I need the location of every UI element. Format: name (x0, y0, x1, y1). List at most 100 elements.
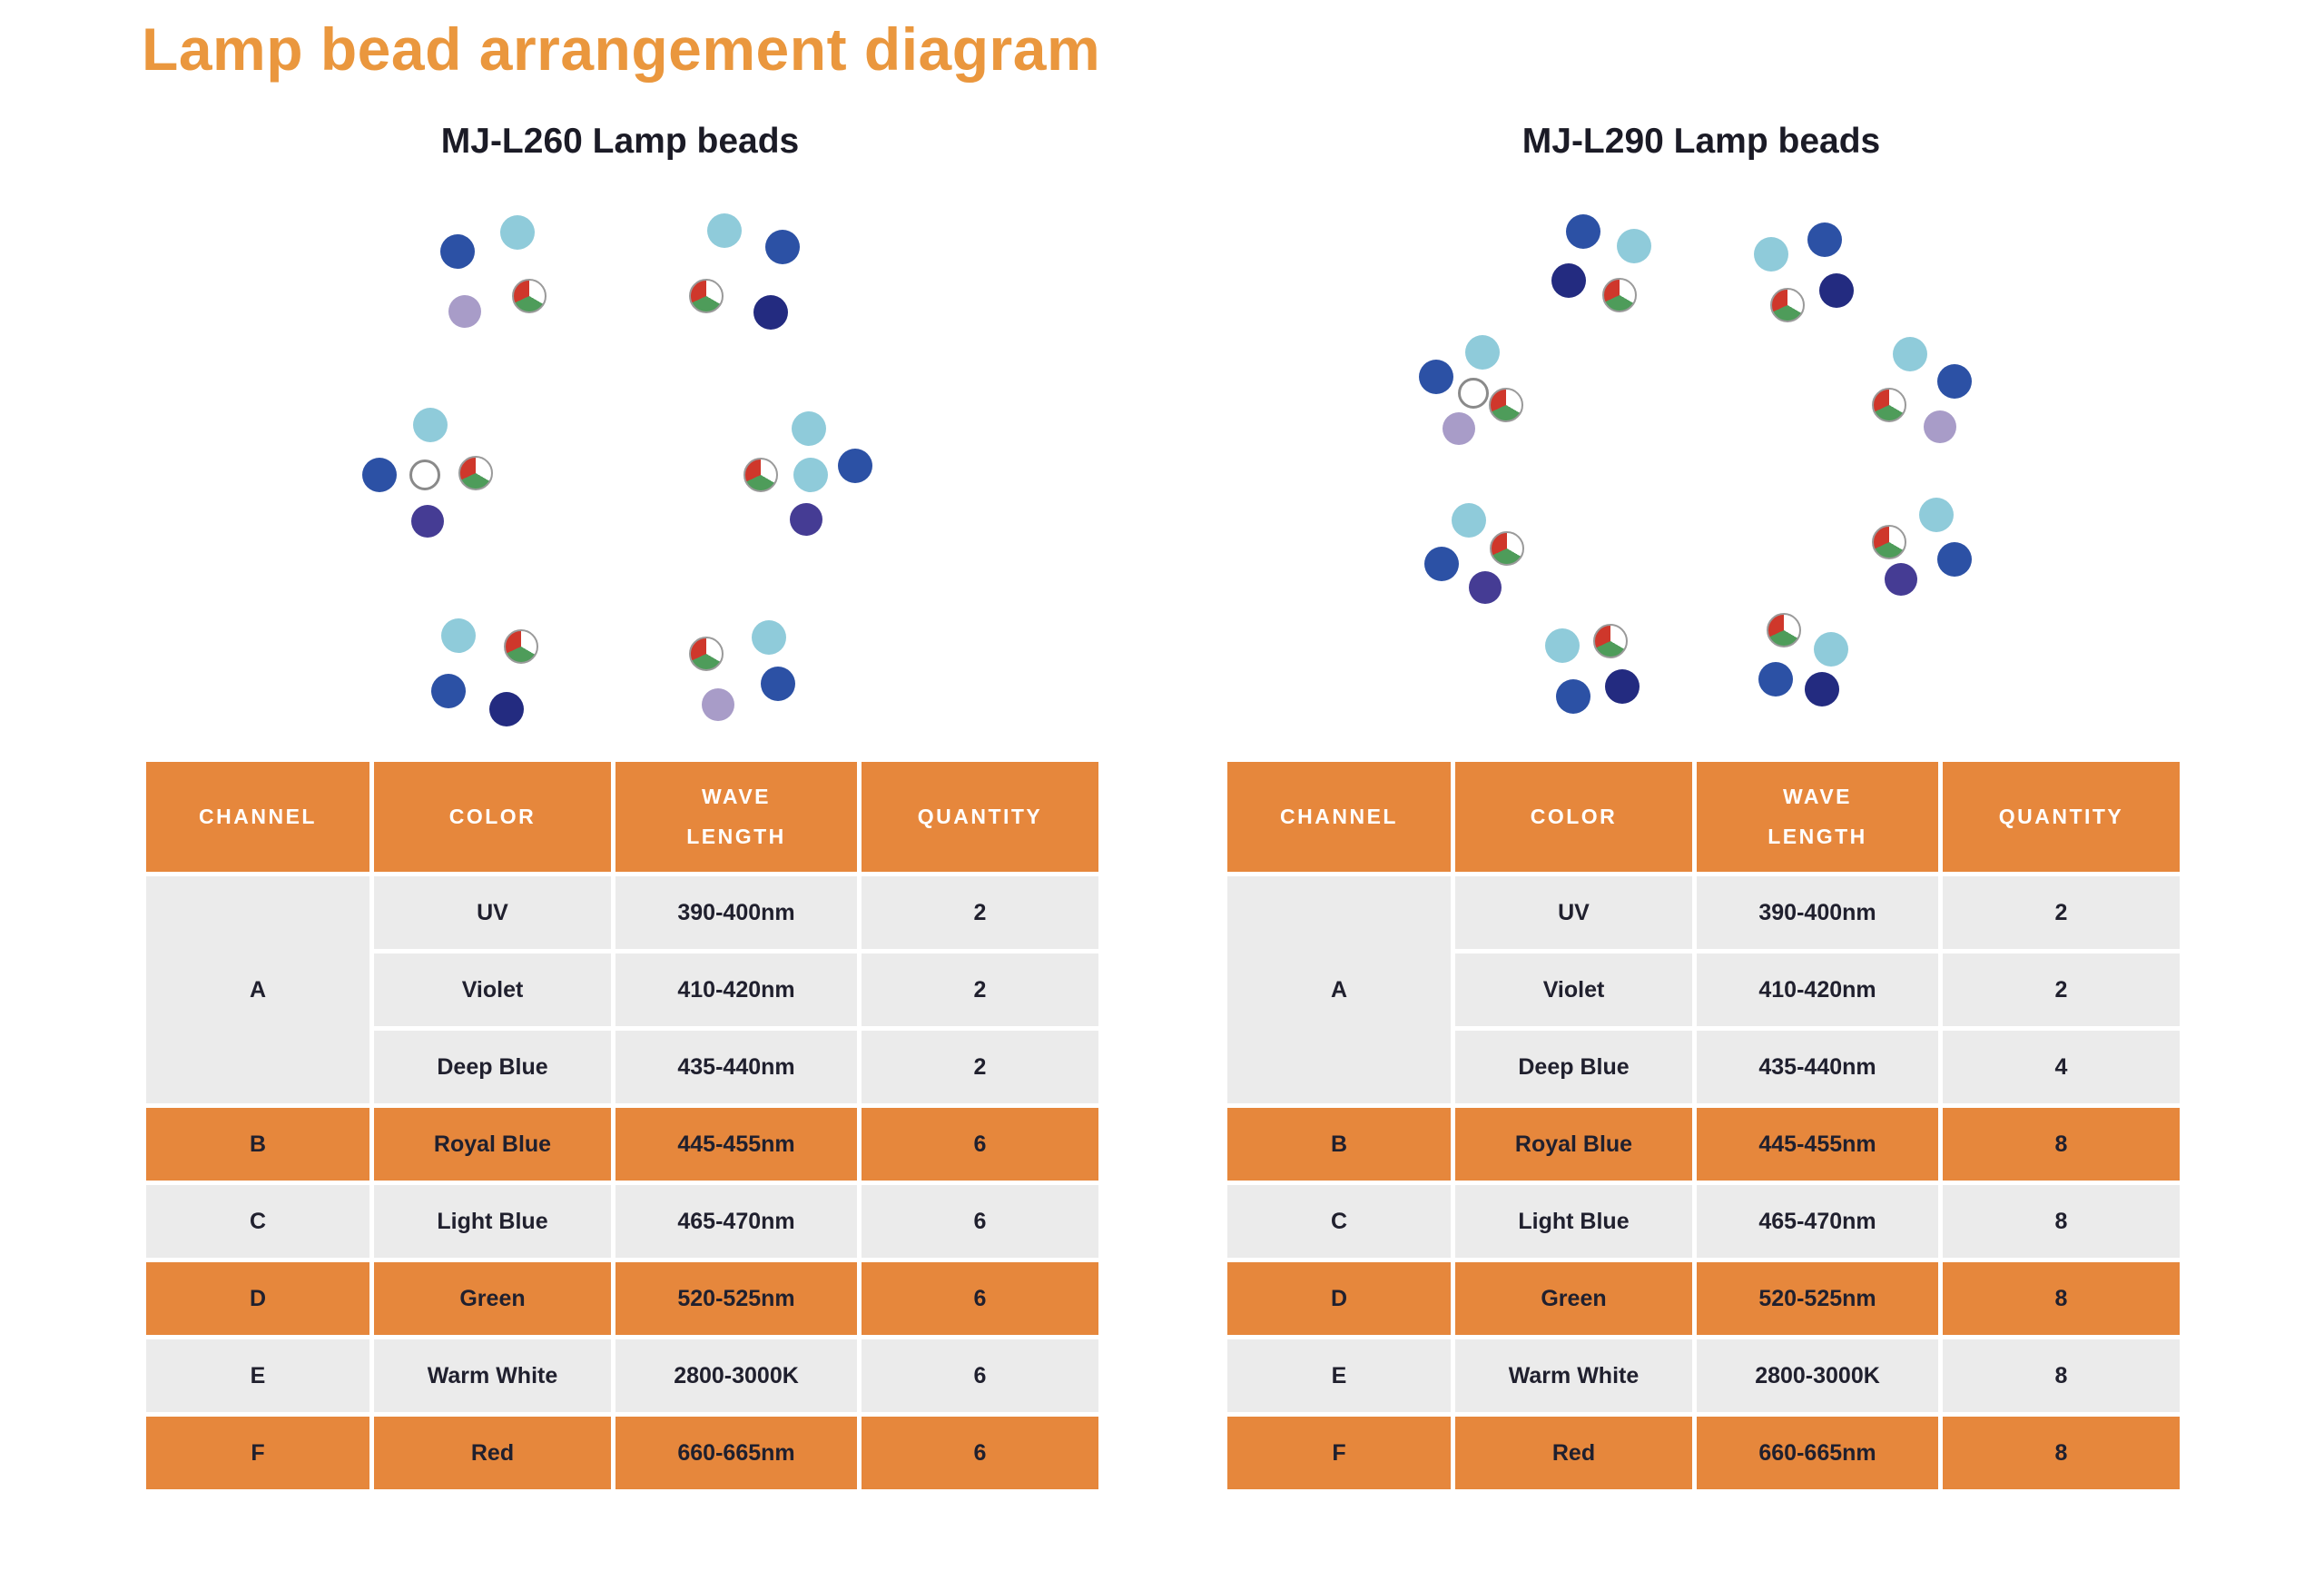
lamp-bead-page: Lamp bead arrangement diagram MJ-L260 La… (142, 15, 2184, 1494)
l260-bead-diagram (142, 174, 1098, 734)
wavelength-cell: 410-420nm (1692, 949, 1943, 1031)
quantity-cell: 6 (857, 1181, 1103, 1262)
color-cell: Royal Blue (1451, 1103, 1697, 1185)
royal-blue-bead (1424, 547, 1459, 581)
table-row: Violet 410-420nm 2 (144, 949, 1103, 1031)
quantity-cell: 2 (1938, 872, 2184, 953)
royal-blue-bead (1566, 214, 1600, 249)
color-cell: Light Blue (1451, 1181, 1697, 1262)
page-title: Lamp bead arrangement diagram (142, 15, 1101, 83)
wavelength-cell: 445-455nm (611, 1103, 862, 1185)
wavelength-cell: 2800-3000K (611, 1335, 862, 1417)
table-row: E Warm White 2800-3000K 6 (142, 1335, 1103, 1417)
color-cell: Red (369, 1412, 615, 1494)
table-row: Deep Blue 435-440nm 4 (1226, 1026, 2184, 1108)
royal-blue-bead (765, 230, 800, 264)
violet-bead (1924, 410, 1956, 443)
multichip-bead (1489, 388, 1523, 422)
wavelength-cell: 520-525nm (611, 1258, 862, 1339)
table-row: B Royal Blue 445-455nm 6 (142, 1103, 1103, 1185)
channel-cell: E (1223, 1335, 1455, 1417)
royal-blue-bead (761, 667, 795, 701)
dark-purple-bead (411, 505, 444, 538)
wavelength-cell: 465-470nm (1692, 1181, 1943, 1262)
quantity-cell: 4 (1938, 1026, 2184, 1108)
quantity-cell: 8 (1938, 1412, 2184, 1494)
section-title-l290: MJ-L290 Lamp beads (1521, 122, 1881, 161)
table-header-row: CHANNEL COLOR WAVE LENGTH QUANTITY (1223, 757, 2184, 876)
quantity-cell: 8 (1938, 1103, 2184, 1185)
light-blue-bead (441, 618, 476, 653)
channel-cell: F (142, 1412, 374, 1494)
quantity-cell: 2 (857, 1026, 1103, 1108)
deep-blue-bead (753, 295, 788, 330)
table-row: D Green 520-525nm 6 (142, 1258, 1103, 1339)
table-row: C Light Blue 465-470nm 6 (142, 1181, 1103, 1262)
color-cell: Warm White (369, 1335, 615, 1417)
table-row: Deep Blue 435-440nm 2 (144, 1026, 1103, 1108)
multichip-bead (512, 279, 547, 313)
violet-bead (448, 295, 481, 328)
royal-blue-bead (362, 458, 397, 492)
section-title-l260: MJ-L260 Lamp beads (440, 122, 800, 161)
color-cell: Light Blue (369, 1181, 615, 1262)
l260-spec-table: CHANNEL COLOR WAVE LENGTH QUANTITY A UV … (142, 757, 1103, 1494)
color-cell: UV (1451, 872, 1697, 953)
wavelength-cell: 445-455nm (1692, 1103, 1943, 1185)
quantity-cell: 2 (857, 949, 1103, 1031)
light-blue-bead (1545, 628, 1580, 663)
channel-cell: F (1223, 1412, 1455, 1494)
multichip-bead (1872, 388, 1906, 422)
multichip-bead (504, 629, 538, 664)
wavelength-cell: 660-665nm (1692, 1412, 1943, 1494)
light-blue-bead (792, 411, 826, 446)
royal-blue-bead (431, 674, 466, 708)
wavelength-cell: 410-420nm (611, 949, 862, 1031)
color-cell: Violet (1451, 949, 1697, 1031)
table-header-row: CHANNEL COLOR WAVE LENGTH QUANTITY (142, 757, 1103, 876)
channel-cell: A (142, 872, 374, 1108)
royal-blue-bead (1937, 364, 1972, 399)
royal-blue-bead (838, 449, 872, 483)
warm-white-bead (1458, 378, 1489, 409)
channel-cell: B (142, 1103, 374, 1185)
royal-blue-bead (440, 234, 475, 269)
table-row: A UV 390-400nm 2 (1223, 872, 2184, 1108)
color-cell: Green (1451, 1258, 1697, 1339)
multichip-bead (1593, 624, 1628, 658)
col-header-quantity: QUANTITY (857, 757, 1103, 876)
quantity-cell: 6 (857, 1412, 1103, 1494)
table-row: C Light Blue 465-470nm 8 (1223, 1181, 2184, 1262)
light-blue-bead (1465, 335, 1500, 370)
light-blue-bead (1919, 498, 1954, 532)
wavelength-cell: 2800-3000K (1692, 1335, 1943, 1417)
dark-purple-bead (1885, 563, 1917, 596)
light-blue-bead (1617, 229, 1651, 263)
deep-blue-bead (1805, 672, 1839, 706)
col-header-color: COLOR (369, 757, 615, 876)
violet-bead (1443, 412, 1475, 445)
color-cell: Deep Blue (369, 1026, 615, 1108)
multichip-bead (689, 279, 724, 313)
deep-blue-bead (1605, 669, 1640, 704)
col-header-color: COLOR (1451, 757, 1697, 876)
light-blue-bead (500, 215, 535, 250)
table-row: F Red 660-665nm 8 (1223, 1412, 2184, 1494)
multichip-bead (689, 637, 724, 671)
channel-cell: B (1223, 1103, 1455, 1185)
table-row: A UV 390-400nm 2 (142, 872, 1103, 1108)
quantity-cell: 8 (1938, 1335, 2184, 1417)
table-row: Violet 410-420nm 2 (1226, 949, 2184, 1031)
royal-blue-bead (1937, 542, 1972, 577)
warm-white-bead (409, 459, 440, 490)
wavelength-cell: 390-400nm (611, 872, 862, 953)
royal-blue-bead (1556, 679, 1590, 714)
section-l260: MJ-L260 Lamp beads CHANNEL COLOR WAVE LE… (142, 120, 1103, 1494)
table-row: D Green 520-525nm 8 (1223, 1258, 2184, 1339)
table-row: B Royal Blue 445-455nm 8 (1223, 1103, 2184, 1185)
royal-blue-bead (1807, 222, 1842, 257)
quantity-cell: 2 (857, 872, 1103, 953)
col-header-wavelength: WAVE LENGTH (611, 757, 862, 876)
multichip-bead (458, 456, 493, 490)
light-blue-bead (1814, 632, 1848, 667)
